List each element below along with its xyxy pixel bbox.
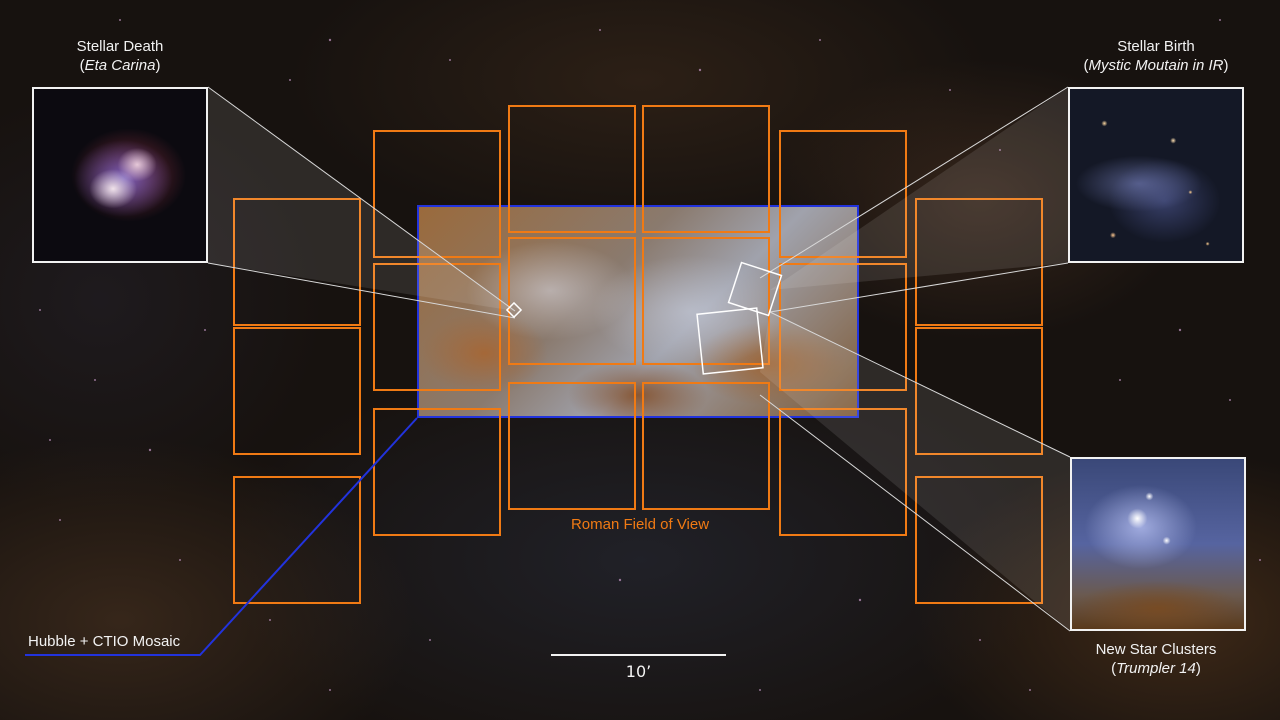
stellar-death-subtitle: Eta Carina — [84, 57, 156, 74]
roman-detector — [642, 237, 770, 365]
roman-detector — [373, 263, 501, 391]
roman-detector — [642, 382, 770, 510]
roman-detector — [779, 263, 907, 391]
roman-detector — [779, 130, 907, 258]
roman-detector — [508, 382, 636, 510]
roman-detector — [915, 476, 1043, 604]
eta-carina-marker — [505, 301, 523, 319]
trumpler-14-inset-image — [1070, 457, 1246, 631]
callout-wedge-trumpler-14 — [760, 312, 1070, 631]
mystic-mountain-inset-image — [1068, 87, 1244, 263]
roman-detector — [233, 198, 361, 326]
roman-detector — [373, 130, 501, 258]
trumpler-14-marker — [696, 307, 764, 375]
new-star-clusters-subtitle: Trumpler 14 — [1116, 660, 1196, 677]
callout-wedge-mystic-mountain — [770, 87, 1068, 290]
stellar-death-title: Stellar Death — [76, 38, 164, 55]
roman-detector — [508, 237, 636, 365]
stellar-birth-subtitle: Mystic Moutain in IR — [1088, 57, 1224, 74]
roman-fov-label: Roman Field of View — [570, 516, 710, 533]
stellar-birth-label: Stellar Birth (Mystic Moutain in IR) — [1066, 37, 1246, 75]
new-star-clusters-title: New Star Clusters — [1095, 641, 1217, 658]
new-star-clusters-label: New Star Clusters (Trumpler 14) — [1066, 640, 1246, 678]
scale-label: 10’ — [625, 662, 652, 681]
scale-bar — [551, 654, 726, 656]
roman-detector — [233, 327, 361, 455]
mosaic-label: Hubble + CTIO Mosaic — [28, 633, 181, 650]
roman-detector — [508, 105, 636, 233]
hubble-ctio-mosaic-region — [417, 205, 859, 418]
stellar-birth-title: Stellar Birth — [1117, 38, 1195, 55]
eta-carina-inset-image — [32, 87, 208, 263]
roman-detector — [233, 476, 361, 604]
roman-detector — [642, 105, 770, 233]
mosaic-leader-line — [25, 417, 418, 656]
roman-detector — [915, 198, 1043, 326]
roman-detector — [373, 408, 501, 536]
roman-detector — [915, 327, 1043, 455]
roman-detector — [779, 408, 907, 536]
stellar-death-label: Stellar Death (Eta Carina) — [30, 37, 210, 75]
